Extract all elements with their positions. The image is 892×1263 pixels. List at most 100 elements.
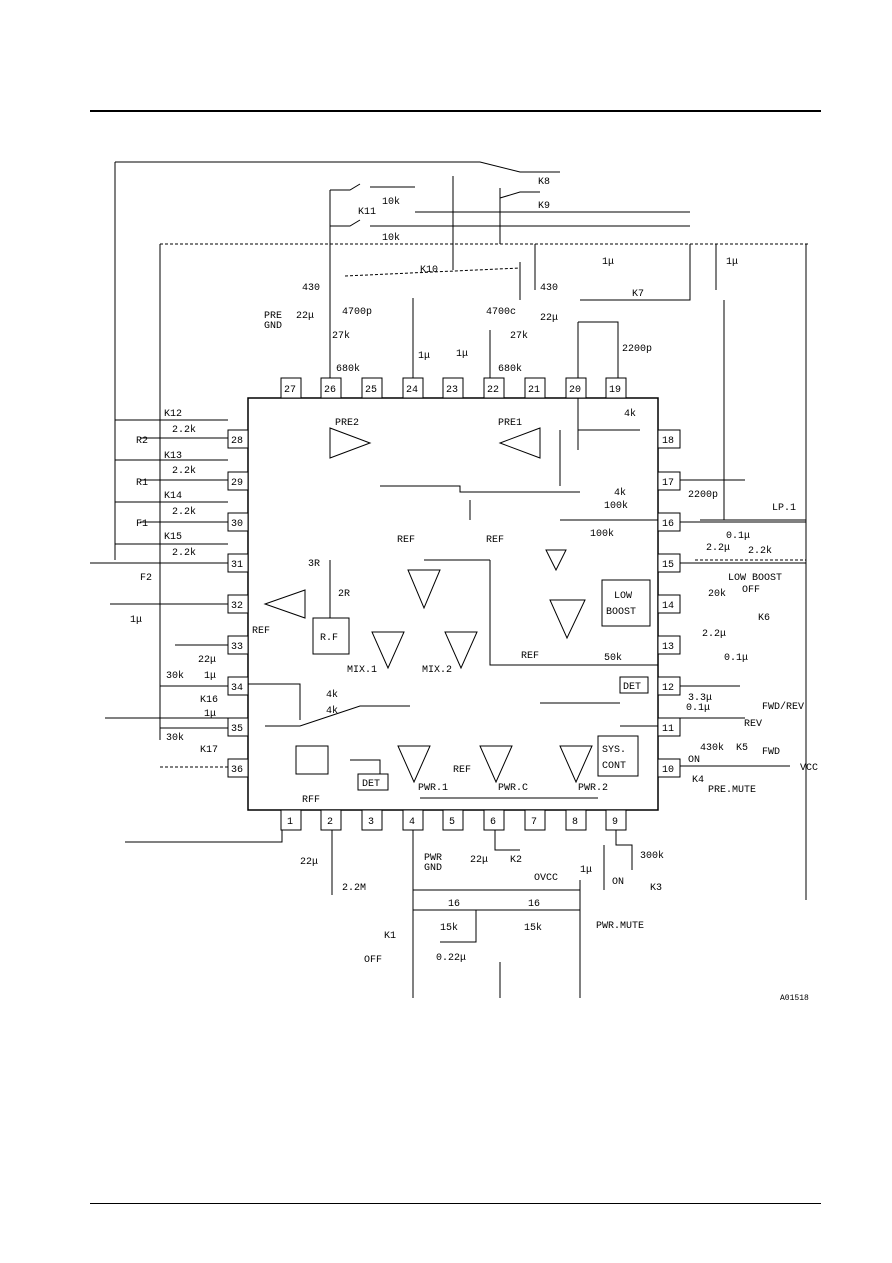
c-22u-d: 2.2μ xyxy=(702,629,726,640)
pwr-gnd-label-1: PWR xyxy=(424,853,442,864)
c-33u: 3.3μ xyxy=(688,693,712,704)
mix1-amp xyxy=(371,631,405,670)
r-30k-a: 30k xyxy=(166,670,184,682)
r-22k: 2.2k xyxy=(748,545,772,557)
r-4k-mix-b: 4k xyxy=(326,705,338,717)
ref-label-e: REF xyxy=(453,765,471,776)
pin-4: 4 xyxy=(409,817,415,828)
switch-k9: K9 xyxy=(538,201,550,212)
ref-label-c: REF xyxy=(486,535,504,546)
c-1u-k17: 1μ xyxy=(204,709,216,720)
rff-label: RFF xyxy=(302,795,320,806)
mix1-label: MIX.1 xyxy=(347,665,377,676)
pre2-amp xyxy=(329,427,372,459)
on-k3-label: ON xyxy=(612,877,624,888)
vr-block xyxy=(295,745,329,775)
amp-center-top xyxy=(407,569,441,610)
det-right-label: DET xyxy=(623,682,641,693)
switch-k8: K8 xyxy=(538,177,550,188)
pre2-label: PRE2 xyxy=(335,418,359,429)
pins-right: 18 17 16 15 14 13 12 11 10 xyxy=(657,429,681,778)
low-boost-block xyxy=(601,579,651,627)
pin-34: 34 xyxy=(231,683,243,694)
pin-29: 29 xyxy=(231,478,243,489)
pin-30: 30 xyxy=(231,519,243,530)
pin-32: 32 xyxy=(231,601,243,612)
switch-k17: K17 xyxy=(200,745,218,756)
pin-5: 5 xyxy=(449,817,455,828)
r-100k-b: 100k xyxy=(590,528,614,540)
pwr2-label: PWR.2 xyxy=(578,783,608,794)
r-22k-k13: 2.2k xyxy=(172,465,196,477)
c-2200p-b: 2200p xyxy=(688,490,718,501)
c-1u-k16: 1μ xyxy=(204,671,216,682)
c-1u-b: 1μ xyxy=(726,257,738,268)
pre1-label: PRE1 xyxy=(498,418,522,429)
pin-6: 6 xyxy=(490,817,496,828)
r-300k: 300k xyxy=(640,850,664,862)
pin-18: 18 xyxy=(662,436,674,447)
fwd-rev-label: FWD/REV xyxy=(762,701,804,713)
switch-k10: K10 xyxy=(420,265,438,276)
switch-k3: K3 xyxy=(650,883,662,894)
r-10k-a: 10k xyxy=(382,196,400,208)
amp-small-right xyxy=(545,549,567,572)
ovcc-label: OVCC xyxy=(534,873,558,884)
pwr-gnd-label-2: GND xyxy=(424,863,442,874)
pwr1-amp xyxy=(397,745,431,784)
pin-25: 25 xyxy=(365,385,377,396)
sys-cont-label-2: CONT xyxy=(602,761,626,772)
low-boost-off-label-1: LOW BOOST xyxy=(728,573,782,584)
r-22k-k15: 2.2k xyxy=(172,547,196,559)
c-1u-c: 1μ xyxy=(418,351,430,362)
switch-k11: K11 xyxy=(358,207,376,218)
low-boost-label-2: BOOST xyxy=(606,607,636,618)
pre-mute-label: PRE.MUTE xyxy=(708,785,756,796)
r-430k: 430k xyxy=(700,742,724,754)
c-1u-a: 1μ xyxy=(602,257,614,268)
pin-23: 23 xyxy=(446,385,458,396)
switch-k13: K13 xyxy=(164,451,182,462)
pin-7: 7 xyxy=(531,817,537,828)
amp-pin32 xyxy=(263,589,306,619)
pin-24: 24 xyxy=(406,385,418,396)
switch-k14: K14 xyxy=(164,491,182,502)
pwrc-amp xyxy=(479,745,513,784)
r-22k-k14: 2.2k xyxy=(172,506,196,518)
pin-20: 20 xyxy=(569,385,581,396)
switch-k16: K16 xyxy=(200,695,218,706)
pin-26: 26 xyxy=(324,385,336,396)
pin-28: 28 xyxy=(231,436,243,447)
r-15k-b: 15k xyxy=(524,922,542,934)
off-k1-label: OFF xyxy=(364,955,382,966)
pin-35: 35 xyxy=(231,724,243,735)
pins-left: 28 29 30 31 32 33 34 35 36 xyxy=(227,429,249,778)
r-16-b: 16 xyxy=(528,899,540,910)
r-680k-a: 680k xyxy=(336,363,360,375)
rf-label: R.F xyxy=(320,633,338,644)
pin-8: 8 xyxy=(572,817,578,828)
c-01u-c: 0.1μ xyxy=(686,703,710,714)
c-22u-k2: 22μ xyxy=(470,855,488,866)
pin-19: 19 xyxy=(609,385,621,396)
pin-15: 15 xyxy=(662,560,674,571)
pwr-mute-label: PWR.MUTE xyxy=(596,921,644,932)
c-1u-pin32: 1μ xyxy=(130,615,142,626)
r-2r: 2R xyxy=(338,589,350,600)
r-4k-mix-a: 4k xyxy=(326,689,338,701)
pin-17: 17 xyxy=(662,478,674,489)
c-22u-a: 22μ xyxy=(296,311,314,322)
mix2-label: MIX.2 xyxy=(422,665,452,676)
pin-21: 21 xyxy=(528,385,540,396)
ic-body xyxy=(247,397,659,811)
pin-36: 36 xyxy=(231,765,243,776)
pin-12: 12 xyxy=(662,683,674,694)
pin-3: 3 xyxy=(368,817,374,828)
pin-31: 31 xyxy=(231,560,243,571)
c-22u-b: 22μ xyxy=(540,313,558,324)
switch-k1: K1 xyxy=(384,931,396,942)
det-block-right xyxy=(619,676,649,694)
pin-14: 14 xyxy=(662,601,674,612)
pins-bottom: 1 2 3 4 5 6 7 8 9 xyxy=(280,809,627,831)
